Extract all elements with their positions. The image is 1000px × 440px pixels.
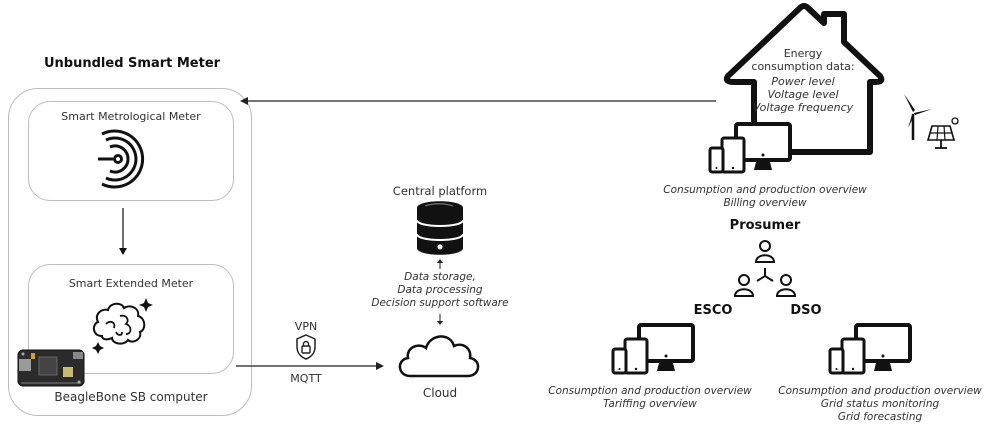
vpn-label: VPN [294, 320, 318, 333]
platform-function-storage: Data storage, [404, 271, 476, 283]
database-icon [416, 201, 464, 255]
energy-data-power: Power level [771, 75, 835, 88]
esco-label: ESCO [693, 303, 733, 318]
platform-functions: Data storage, Data processing Decision s… [350, 271, 530, 310]
dso-caption-line3: Grid forecasting [837, 411, 923, 423]
smart-metrological-meter-box [28, 101, 234, 201]
smart-meter-signal-icon [98, 129, 145, 189]
shield-lock-icon [296, 334, 316, 360]
dso-caption-line2: Grid status monitoring [820, 398, 940, 410]
platform-function-processing: Data processing [397, 284, 483, 296]
beaglebone-board-image [17, 349, 85, 387]
house-caption-line2: Billing overview [723, 197, 807, 209]
house-caption-line1: Consumption and production overview [663, 184, 867, 196]
esco-caption-line1: Consumption and production overview [548, 385, 752, 397]
esco-devices-icon [611, 323, 695, 375]
solar-panel-icon [926, 117, 959, 149]
cloud-up-arrow [437, 314, 443, 325]
meter-to-cloud-arrow [236, 362, 384, 370]
meter-to-extended-arrow [119, 208, 127, 255]
energy-data-voltage: Voltage level [767, 88, 839, 101]
energy-data-heading-line1: Energy [783, 47, 823, 60]
esco-caption: Consumption and production overview Tari… [530, 385, 770, 411]
energy-data-frequency: Voltage frequency [752, 101, 854, 114]
dso-caption-line1: Consumption and production overview [778, 385, 982, 397]
central-platform-label: Central platform [392, 184, 488, 198]
prosumer-label: Prosumer [729, 218, 801, 233]
energy-data-heading: Energy consumption data: [748, 47, 858, 73]
cloud-label: Cloud [422, 386, 458, 400]
unbundled-smart-meter-container [8, 88, 252, 416]
house-icon [723, 3, 885, 155]
platform-up-arrow [437, 259, 443, 269]
wind-turbine-icon [904, 94, 932, 140]
actor-network-icon [733, 240, 797, 297]
dso-caption: Consumption and production overview Grid… [760, 385, 1000, 424]
unbundled-smart-meter-title: Unbundled Smart Meter [44, 56, 221, 71]
mqtt-label: MQTT [290, 372, 322, 385]
platform-function-decision: Decision support software [371, 297, 509, 309]
energy-data-items: Power level Voltage level Voltage freque… [748, 75, 858, 114]
house-devices-caption: Consumption and production overview Bill… [640, 184, 890, 210]
dso-devices-icon [828, 323, 912, 375]
energy-data-heading-line2: consumption data: [751, 60, 855, 73]
smart-extended-meter-label: Smart Extended Meter [68, 277, 194, 290]
smart-metrological-meter-label: Smart Metrological Meter [61, 110, 201, 123]
house-to-meter-arrow [240, 97, 716, 105]
cloud-icon [398, 335, 480, 378]
brain-sparkle-icon [92, 298, 153, 354]
esco-caption-line2: Tariffing overview [603, 398, 697, 410]
beaglebone-label: BeagleBone SB computer [54, 390, 208, 404]
smart-extended-meter-box [28, 264, 234, 374]
dso-label: DSO [790, 303, 822, 318]
devices-icon [708, 122, 792, 174]
